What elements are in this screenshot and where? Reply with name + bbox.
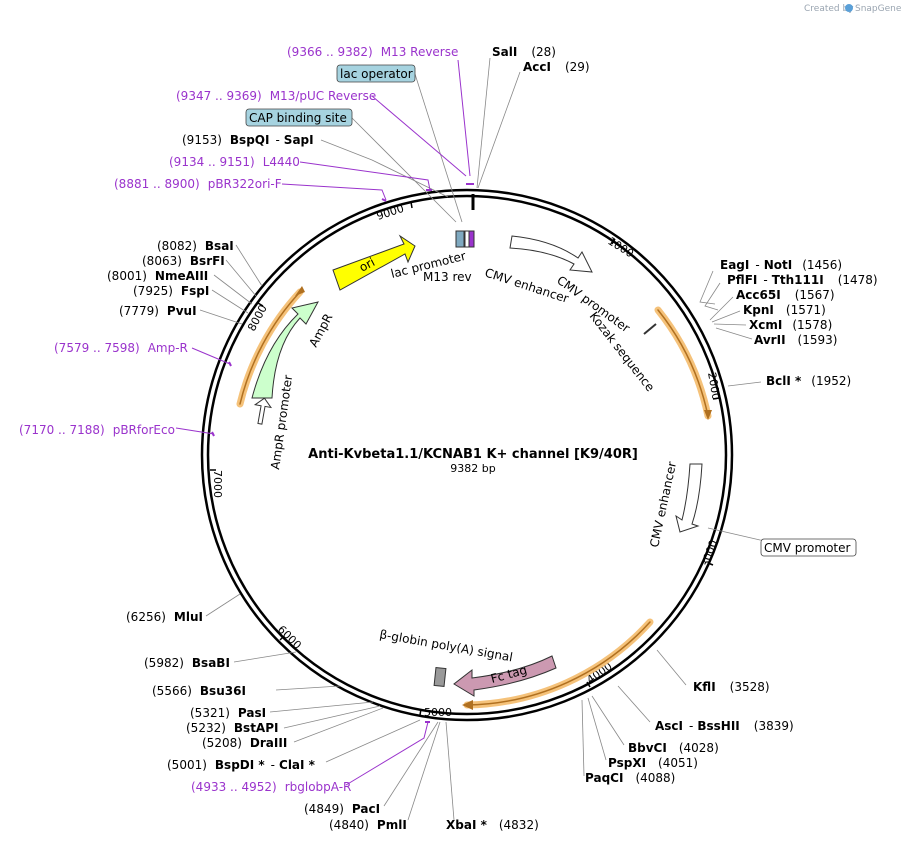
site-label[interactable]: (8063)BsrFI (142, 254, 225, 268)
tick-label: 3000 (699, 538, 721, 569)
plasmid-size: 9382 bp (450, 462, 495, 475)
box-cap-binding-site[interactable]: CAP binding site (245, 108, 353, 127)
feature-label-ori: ori (357, 255, 377, 275)
plasmid-name: Anti-Kvbeta1.1/KCNAB1 K+ channel [K9/40R… (308, 447, 638, 462)
box-label: CMV promoter (764, 541, 851, 555)
primer-label[interactable]: (9347 .. 9369)M13/pUC Reverse (176, 89, 376, 103)
site-label[interactable]: PspXI(4051) (608, 756, 698, 770)
feature-label-cmv-enhancer-2: CMV enhancer (647, 460, 679, 548)
site-label[interactable]: (7925)FspI (133, 284, 209, 298)
site-label[interactable]: KflI(3528) (693, 680, 770, 694)
backbone-outer (200, 188, 734, 722)
site-label[interactable]: (5566)Bsu36I (152, 684, 246, 698)
site-label[interactable]: PflFI-Tth111I(1478) (727, 273, 878, 287)
site-label[interactable]: PaqCI(4088) (585, 771, 675, 785)
primer-leader-lines (175, 59, 471, 786)
tick-label: 2000 (705, 371, 723, 401)
feature-ori[interactable]: ori (332, 234, 416, 291)
arrowhead (295, 286, 305, 296)
primer-label[interactable]: (7579 .. 7598)Amp-R (54, 341, 188, 355)
site-label[interactable]: AscI-BssHII(3839) (655, 719, 794, 733)
primer-label[interactable]: (7170 .. 7188)pBRforEco (19, 423, 175, 437)
site-labels-left: (4840)PmlI (4849)PacI (5001)BspDI *-ClaI… (107, 133, 407, 832)
snapgene-logo-icon (845, 4, 853, 12)
feature-cmv-enhancer-1[interactable]: CMV enhancer CMV promoter (483, 235, 632, 335)
arrowhead (462, 700, 473, 710)
site-label[interactable]: (5982)BsaBI (144, 656, 230, 670)
site-label[interactable]: AvrII(1593) (754, 333, 837, 347)
primer-labels: (9366 .. 9382)M13 Reverse (9347 .. 9369)… (19, 45, 458, 794)
primer-label[interactable]: (4933 .. 4952)rbglobpA-R (191, 780, 351, 794)
site-label[interactable]: XcmI(1578) (749, 318, 832, 332)
credit-brand: SnapGene (855, 4, 902, 14)
box-label: lac operator (340, 67, 413, 81)
site-label[interactable]: (4849)PacI (304, 802, 380, 816)
primer-label[interactable]: (8881 .. 8900)pBR322ori-F (114, 177, 282, 191)
tick-label: 5000 (424, 706, 452, 719)
site-label[interactable]: KpnI(1571) (743, 303, 826, 317)
site-label[interactable]: SalI(28) (492, 45, 556, 59)
feature-label-ampr: AmpR (306, 311, 335, 349)
feature-cmv-enhancer-2[interactable]: CMV enhancer (647, 460, 703, 549)
tick-label: 6000 (275, 623, 304, 652)
box-cmv-promoter[interactable]: CMV promoter (760, 538, 857, 557)
highlight-arcs (236, 288, 712, 709)
feature-label-m13-rev: M13 rev (423, 270, 472, 284)
primer-label[interactable]: (9134 .. 9151)L4440 (169, 155, 300, 169)
site-label[interactable]: (4840)PmlI (329, 818, 407, 832)
site-label[interactable]: (7779)PvuI (119, 304, 197, 318)
site-label[interactable]: AccI(29) (523, 60, 590, 74)
site-label[interactable]: (9153)BspQI-SapI (182, 133, 314, 147)
arrowhead (704, 410, 712, 420)
feature-label-polya: β-globin poly(A) signal (378, 627, 513, 664)
site-label[interactable]: XbaI *(4832) (446, 818, 539, 832)
tick-label: 8000 (245, 303, 270, 334)
site-label[interactable]: BbvCI(4028) (628, 741, 719, 755)
backbone-inner (206, 194, 728, 716)
primer-label[interactable]: (9366 .. 9382)M13 Reverse (287, 45, 458, 59)
site-label[interactable]: (5321)PasI (190, 706, 266, 720)
credit-text: Created by (804, 4, 854, 14)
site-label[interactable]: EagI-NotI(1456) (720, 258, 842, 272)
site-label[interactable]: BclI *(1952) (766, 374, 851, 388)
snapgene-credit: Created by SnapGene (804, 4, 902, 14)
tick-label: 7000 (211, 470, 224, 498)
site-label[interactable]: (5208)DraIII (202, 736, 287, 750)
site-label[interactable]: Acc65I(1567) (736, 288, 835, 302)
box-lac-operator[interactable]: lac operator (336, 64, 416, 83)
site-label[interactable]: (8082)BsaI (157, 239, 234, 253)
site-label[interactable]: (5232)BstAPI (186, 721, 278, 735)
site-leader-lines (199, 57, 762, 821)
site-label[interactable]: (8001)NmeAIII (107, 269, 208, 283)
site-labels-right: SalI(28) AccI(29) EagI-NotI(1456) PflFI-… (446, 45, 878, 832)
box-label: CAP binding site (249, 111, 347, 125)
primer-marks (211, 183, 474, 723)
site-label[interactable]: (5001)BspDI *-ClaI * (167, 758, 316, 772)
site-label[interactable]: (6256)MluI (126, 610, 203, 624)
